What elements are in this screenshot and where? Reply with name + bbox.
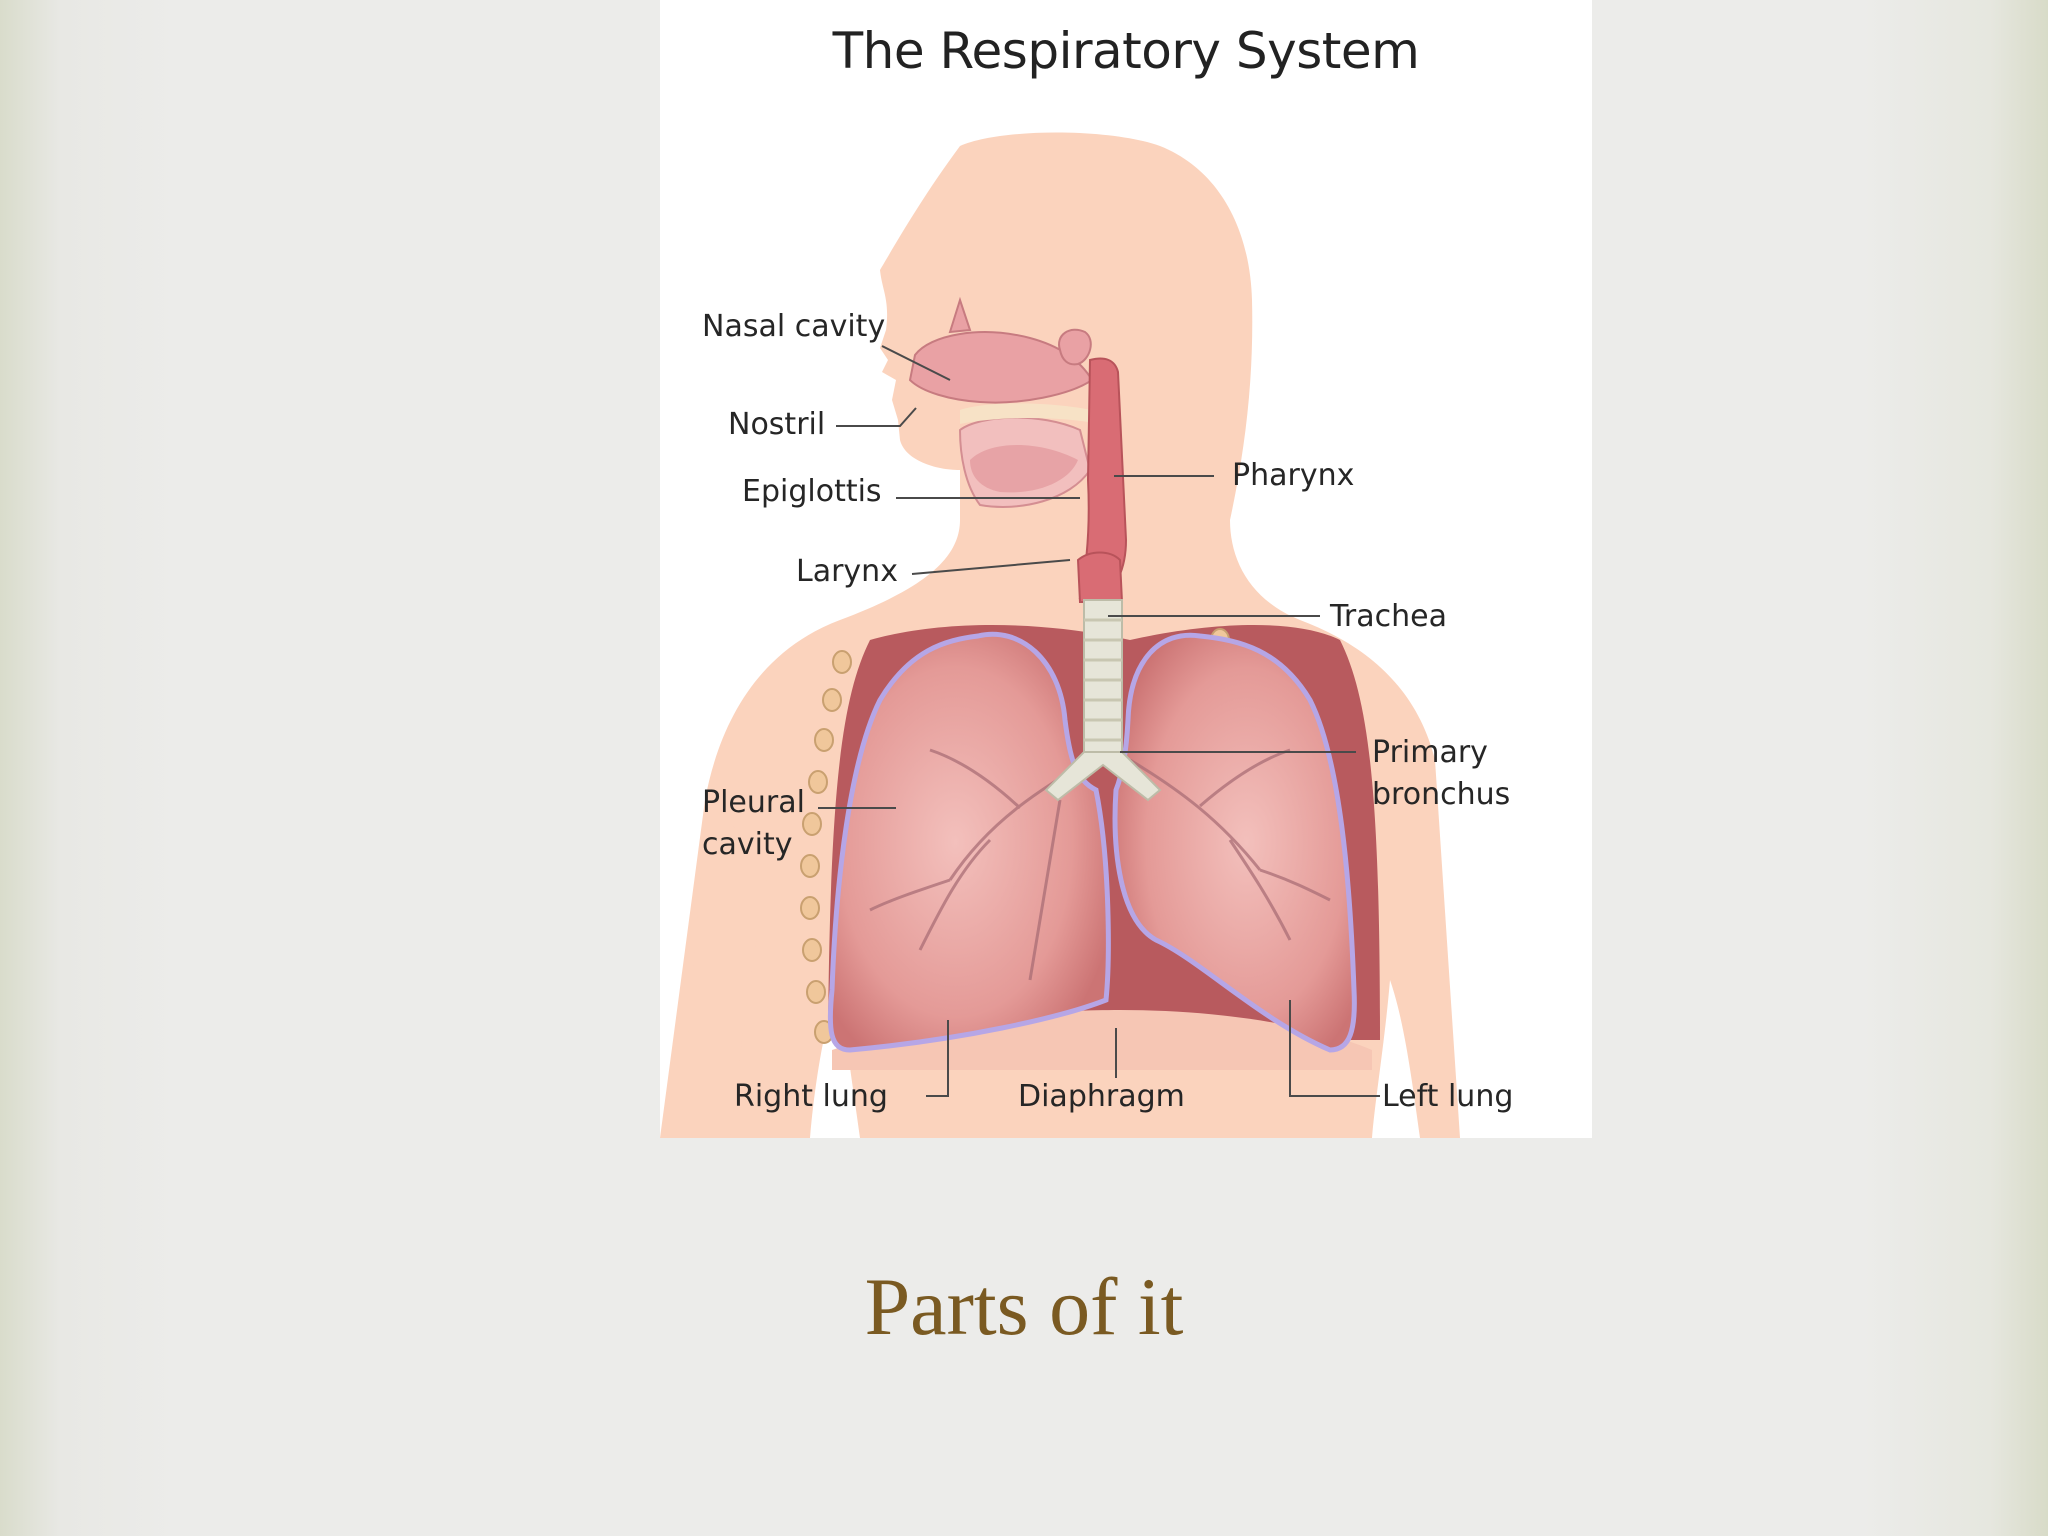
label-nasal-cavity: Nasal cavity [702,309,886,344]
label-diaphragm: Diaphragm [1018,1079,1185,1114]
label-pleural-cavity-line1: Pleural [702,785,805,820]
sinus [1058,328,1092,366]
right-lung-shape [827,631,1111,1053]
ribs-left [800,650,852,1044]
tongue [970,445,1078,493]
label-right-lung: Right lung [734,1079,888,1114]
label-primary-bronchus: Primary bronchus [1372,732,1510,816]
label-pharynx: Pharynx [1232,458,1355,493]
arm-left [680,800,770,1138]
arm-gap-right [1372,980,1420,1138]
respiratory-illustration [660,132,1460,1138]
label-pleural-cavity-line2: cavity [702,827,793,862]
label-left-lung: Left lung [1382,1079,1514,1114]
label-epiglottis: Epiglottis [742,474,882,509]
respiratory-diagram: The Respiratory System Nasal cavity Nost… [660,0,1592,1138]
label-primary-bronchus-line2: bronchus [1372,777,1511,812]
larynx-shape [1076,551,1124,603]
trachea-rings [1084,618,1122,742]
label-larynx: Larynx [796,554,898,589]
trachea-shape [1083,599,1123,753]
slide-caption: Parts of it [864,1261,1184,1352]
leader-lines [818,345,1380,1097]
label-nostril: Nostril [728,407,826,442]
label-trachea: Trachea [1330,599,1447,634]
label-pleural-cavity: Pleural cavity [702,782,805,866]
label-primary-bronchus-line1: Primary [1372,735,1488,770]
nose-tip [948,296,972,334]
diagram-title: The Respiratory System [832,22,1420,80]
bronchi-shape [1044,751,1162,802]
palate [960,403,1100,424]
bronchial-branches [869,748,1331,981]
